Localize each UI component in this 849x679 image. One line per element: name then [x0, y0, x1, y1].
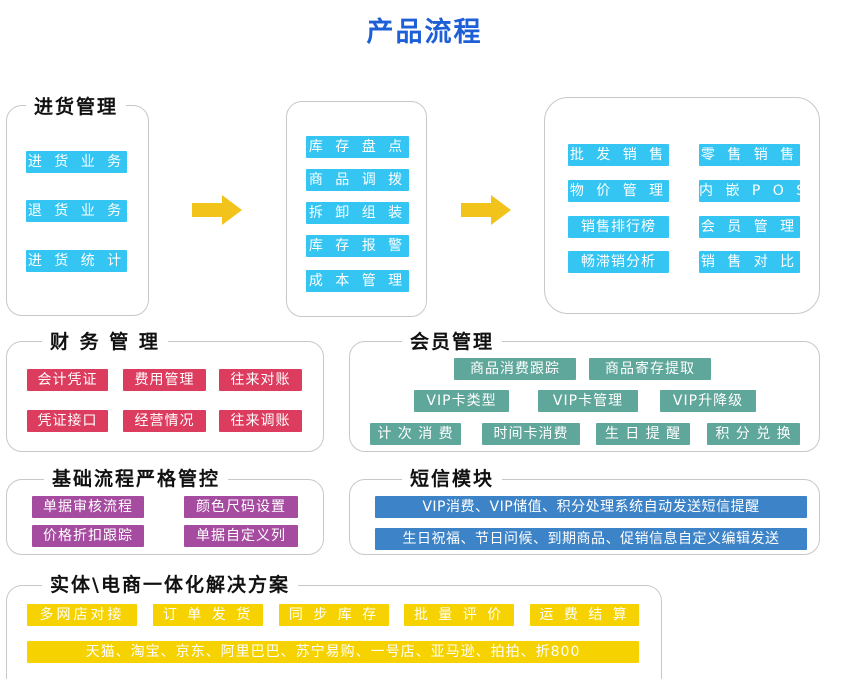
finance-item[interactable]: 费用管理 — [123, 369, 206, 391]
ecommerce-panel-title: 实体\电商一体化解决方案 — [42, 573, 298, 597]
member-item[interactable]: VIP卡类型 — [414, 390, 509, 412]
sms-item[interactable]: VIP消费、VIP储值、积分处理系统自动发送短信提醒 — [375, 496, 807, 518]
sales-item[interactable]: 销售排行榜 — [568, 216, 669, 238]
ecommerce-item[interactable]: 运 费 结 算 — [530, 604, 639, 626]
inventory-item[interactable]: 成 本 管 理 — [306, 270, 409, 292]
ecommerce-item[interactable]: 订 单 发 货 — [153, 604, 263, 626]
member-item[interactable]: 生 日 提 醒 — [596, 423, 690, 445]
finance-item[interactable]: 往来调账 — [219, 410, 302, 432]
sms-item[interactable]: 生日祝福、节日问候、到期商品、促销信息自定义编辑发送 — [375, 528, 807, 550]
inventory-item[interactable]: 商 品 调 拨 — [306, 169, 409, 191]
inventory-item[interactable]: 库 存 报 警 — [306, 235, 409, 257]
basic-control-item[interactable]: 单据审核流程 — [32, 496, 144, 518]
basic-control-item[interactable]: 价格折扣跟踪 — [32, 525, 144, 547]
basic-control-panel-title: 基础流程严格管控 — [44, 467, 229, 491]
sms-panel-title: 短信模块 — [402, 467, 503, 491]
purchase-item[interactable]: 进 货 统 计 — [26, 250, 127, 272]
member-item[interactable]: 商品消费跟踪 — [454, 358, 576, 380]
finance-item[interactable]: 经营情况 — [123, 410, 206, 432]
sales-item[interactable]: 销 售 对 比 — [699, 251, 800, 273]
ecommerce-item[interactable]: 同 步 库 存 — [279, 604, 389, 626]
member-item[interactable]: VIP卡管理 — [538, 390, 638, 412]
sales-item[interactable]: 批 发 销 售 — [568, 144, 669, 166]
inventory-item[interactable]: 库 存 盘 点 — [306, 136, 409, 158]
member-item[interactable]: 时间卡消费 — [482, 423, 580, 445]
sales-panel — [544, 97, 820, 314]
sales-item[interactable]: 会 员 管 理 — [699, 216, 800, 238]
purchase-panel-title: 进货管理 — [26, 95, 127, 119]
basic-control-item[interactable]: 颜色尺码设置 — [184, 496, 298, 518]
member-item[interactable]: 商品寄存提取 — [589, 358, 711, 380]
member-item[interactable]: 计 次 消 费 — [370, 423, 461, 445]
ecommerce-item[interactable]: 多网店对接 — [27, 604, 137, 626]
ecommerce-platforms[interactable]: 天猫、淘宝、京东、阿里巴巴、苏宁易购、一号店、亚马逊、拍拍、折800 — [27, 641, 639, 663]
finance-panel-title: 财 务 管 理 — [42, 330, 168, 354]
member-item[interactable]: 积 分 兑 换 — [707, 423, 800, 445]
member-panel-title: 会员管理 — [402, 330, 503, 354]
finance-item[interactable]: 凭证接口 — [27, 410, 108, 432]
member-item[interactable]: VIP升降级 — [660, 390, 756, 412]
sales-item[interactable]: 物 价 管 理 — [568, 180, 669, 202]
arrow-right-icon — [461, 195, 511, 225]
arrow-right-icon — [192, 195, 242, 225]
ecommerce-panel — [6, 585, 662, 679]
sales-item[interactable]: 内 嵌 P O S — [699, 180, 805, 202]
basic-control-item[interactable]: 单据自定义列 — [184, 525, 298, 547]
purchase-item[interactable]: 进 货 业 务 — [26, 151, 127, 173]
finance-item[interactable]: 会计凭证 — [27, 369, 108, 391]
finance-item[interactable]: 往来对账 — [219, 369, 302, 391]
purchase-item[interactable]: 退 货 业 务 — [26, 200, 127, 222]
finance-panel — [6, 341, 324, 452]
page-title: 产品流程 — [366, 17, 483, 48]
inventory-item[interactable]: 拆 卸 组 装 — [306, 202, 409, 224]
sales-item[interactable]: 畅滞销分析 — [568, 251, 669, 273]
sales-item[interactable]: 零 售 销 售 — [699, 144, 800, 166]
ecommerce-item[interactable]: 批 量 评 价 — [404, 604, 514, 626]
